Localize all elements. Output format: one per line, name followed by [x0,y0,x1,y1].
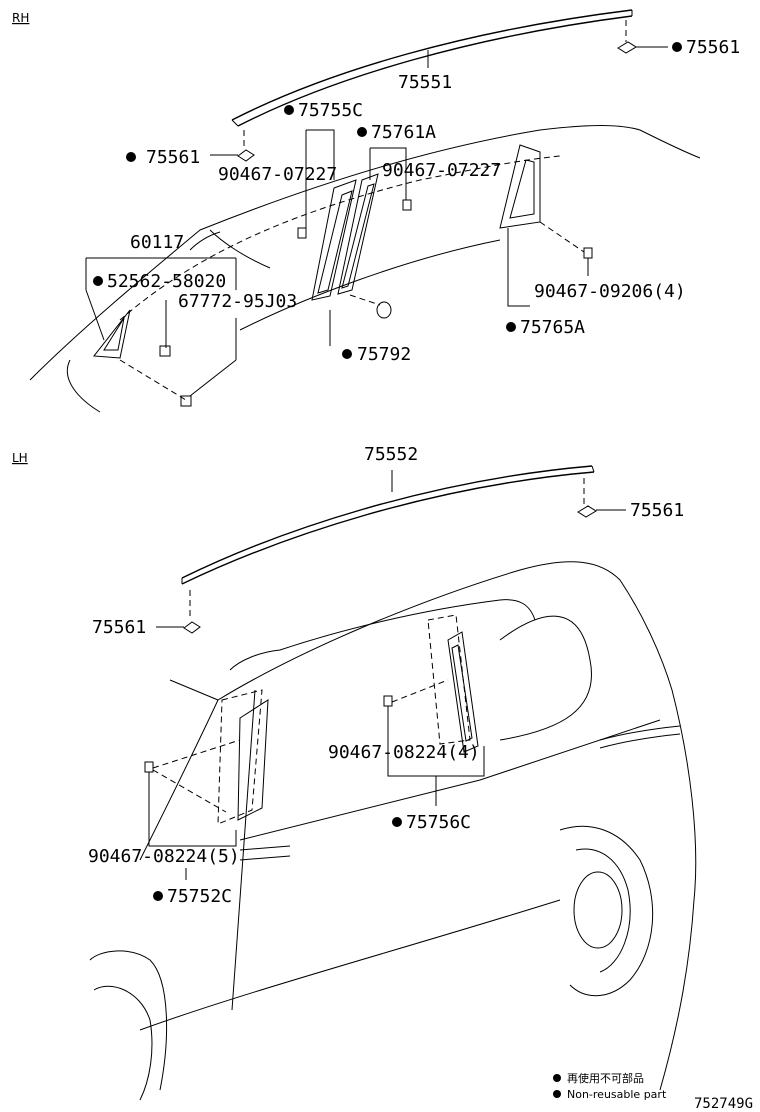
non-reusable-mark [392,817,402,827]
non-reusable-mark [284,105,294,115]
clip-75561-rh-right [617,20,668,54]
label-75761a: 75761A [371,122,436,143]
legend-dot [553,1074,561,1082]
label-75561-lh-left: 75561 [92,617,146,638]
pillar-garnish-75755c [311,179,357,301]
diagram-code: 752749G [694,1096,753,1112]
non-reusable-mark [93,276,103,286]
roof-molding-rh [231,9,633,127]
label-90467-07227-a: 90467-07227 [218,164,337,185]
section-label-lh: LH [12,451,28,465]
label-90467-09206: 90467-09206(4) [534,281,686,302]
label-75765a: 75765A [520,317,585,338]
clip-90467-07227-b [402,199,412,211]
label-90467-08224-4: 90467-08224(4) [328,742,480,763]
label-75561-lh-right: 75561 [630,500,684,521]
section-label-rh: RH [12,11,29,25]
leader-75755c [305,129,335,230]
label-75792: 75792 [357,344,411,365]
non-reusable-mark [153,891,163,901]
legend-dot [553,1090,561,1098]
non-reusable-mark [357,127,367,137]
non-reusable-mark [342,349,352,359]
clip-75561-lh-right [577,478,626,518]
leader-60117 [85,257,237,290]
roof-molding-lh [181,465,595,585]
non-reusable-mark [506,322,516,332]
label-75552: 75552 [364,444,418,465]
quarter-garnish-75765a [499,144,541,229]
clip-90467-07227-a [297,227,307,239]
clip-90467-08224-5 [144,739,241,813]
clip-90467-08224-4 [383,679,449,707]
label-75551: 75551 [398,72,452,93]
clip-75561-lh-left [156,590,201,634]
legend-text-en: Non-reusable part [567,1088,667,1101]
clip-75561-rh-left [210,130,255,162]
label-75756c: 75756C [406,812,471,833]
label-90467-08224-5: 90467-08224(5) [88,846,240,867]
vehicle-body-rh [29,125,701,413]
leader-75756c [387,706,485,777]
label-90467-07227-b: 90467-07227 [382,160,501,181]
leader-75765a [507,228,530,307]
label-75755c: 75755C [298,100,363,121]
pillar-garnish-75756c [447,631,479,753]
label-75561-rh-left: 75561 [146,147,200,168]
pillar-garnish-75752c [237,699,269,821]
label-75561-rh-right: 75561 [686,37,740,58]
legend-text-jp: 再使用不可部品 [567,1071,644,1085]
leader-75761a [369,147,407,200]
label-67772-95j03: 67772-95J03 [178,291,297,312]
label-60117: 60117 [130,232,184,253]
pillar-garnish-75761a [337,173,379,295]
vehicle-body-lh [89,561,697,1101]
non-reusable-mark [126,152,136,162]
label-75752c: 75752C [167,886,232,907]
leader-75752c [148,772,237,847]
plug-75792 [329,294,392,346]
label-52562-58020: 52562-58020 [107,271,226,292]
front-garnish-60117 [85,289,237,407]
non-reusable-mark [672,42,682,52]
clip-90467-09206 [539,221,593,276]
